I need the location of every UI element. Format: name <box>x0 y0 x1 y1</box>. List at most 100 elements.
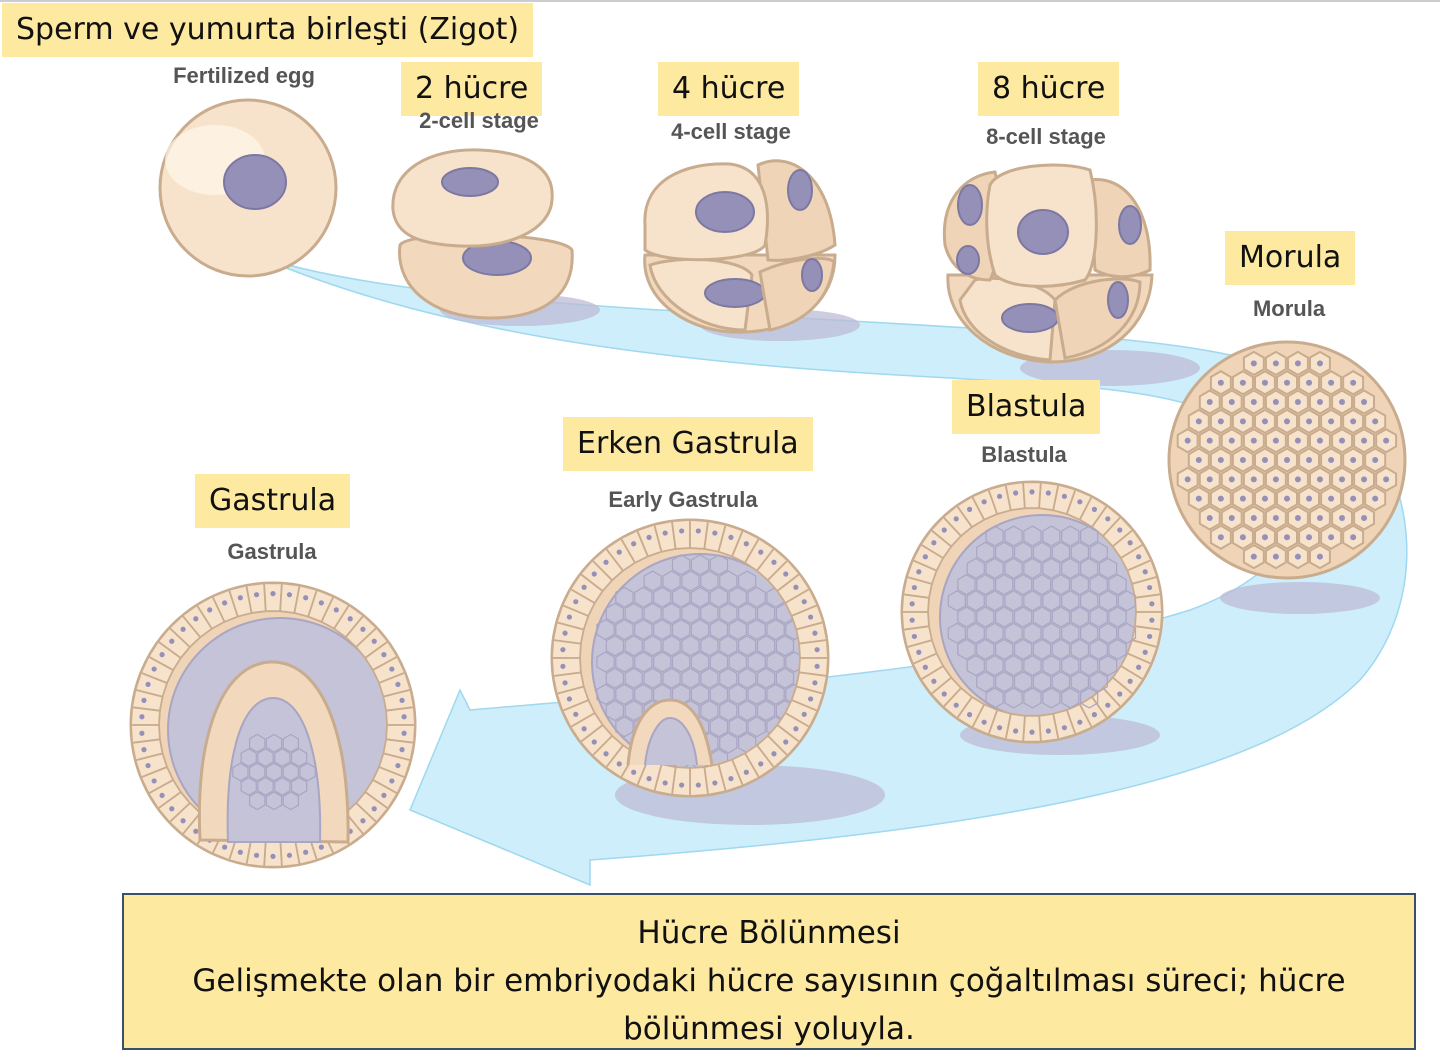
inner-cell <box>1023 590 1042 612</box>
morula-nucleus <box>1217 418 1224 425</box>
inner-cell <box>747 619 766 641</box>
inner-cell <box>747 716 766 738</box>
eight-cell-illustration <box>942 163 1154 364</box>
inner-cell <box>624 667 643 689</box>
inner-cell <box>728 716 747 738</box>
epithelial-cell <box>670 519 691 550</box>
morula-nucleus <box>1361 399 1368 406</box>
inner-cell <box>728 683 747 705</box>
cell-nucleus <box>953 702 959 708</box>
inner-cell <box>1070 606 1089 628</box>
cell-nucleus <box>180 626 186 632</box>
inner-cell <box>719 667 738 689</box>
morula-nucleus <box>1372 418 1379 425</box>
cell-nucleus <box>169 806 175 812</box>
cell-nucleus <box>1105 516 1111 522</box>
label-eight-cell: 8 hücre <box>978 62 1120 116</box>
morula-nucleus <box>1272 553 1279 560</box>
inner-cell <box>671 554 691 576</box>
cell-nucleus <box>222 600 228 606</box>
caption-box: Hücre Bölünmesi Gelişmekte olan bir embr… <box>122 893 1416 1050</box>
inner-cell <box>662 602 681 624</box>
inner-cell <box>709 619 729 641</box>
inner-cell <box>282 791 299 811</box>
cell-nucleus <box>222 844 228 850</box>
morula-nucleus <box>1184 437 1191 444</box>
inner-cell <box>738 667 757 689</box>
inner-cell <box>249 791 266 811</box>
inner-cell <box>985 655 1004 677</box>
inner-cell <box>605 635 624 657</box>
inner-cell <box>1013 671 1033 693</box>
cell-nucleus <box>573 711 579 717</box>
morula-nucleus <box>1316 437 1323 444</box>
inner-cell <box>995 671 1014 693</box>
inner-cell <box>643 602 662 624</box>
label-blastula: Blastula <box>952 380 1101 434</box>
inner-cell <box>1013 541 1033 563</box>
inner-cell <box>643 570 662 592</box>
cell-nucleus <box>381 792 387 798</box>
cell-nucleus <box>270 853 276 859</box>
morula-nucleus <box>1306 495 1313 502</box>
inner-cell <box>1061 655 1080 677</box>
morula-nucleus <box>1272 476 1279 483</box>
inner-cell <box>1004 687 1023 709</box>
cell-nucleus <box>911 584 917 591</box>
cell-nucleus <box>603 751 609 757</box>
inner-cell <box>1032 671 1052 693</box>
inner-cell <box>1070 541 1089 563</box>
cell-nucleus <box>728 534 734 540</box>
morula-nucleus <box>1294 399 1301 406</box>
inner-cell <box>756 602 776 624</box>
cell-nucleus <box>783 739 789 745</box>
morula-nucleus <box>1250 476 1257 483</box>
morula-nucleus <box>1339 399 1346 406</box>
inner-cell <box>1023 655 1042 677</box>
morula-nucleus <box>1228 476 1235 483</box>
inner-cell <box>634 619 653 641</box>
cell-nucleus <box>237 595 243 601</box>
inner-cell <box>728 651 747 673</box>
epithelial-cell <box>263 582 283 613</box>
inner-cell <box>756 700 776 722</box>
cell-nucleus <box>1147 633 1153 640</box>
cell-nucleus <box>1091 506 1098 512</box>
morula-nucleus <box>1316 553 1323 560</box>
morula-nucleus <box>1328 418 1335 425</box>
inner-cell <box>775 667 795 689</box>
cell-nucleus <box>981 499 987 505</box>
inner-cell <box>1061 557 1080 579</box>
inner-cell <box>1108 638 1127 660</box>
inner-cell <box>1070 574 1089 596</box>
cell-nucleus <box>193 616 199 622</box>
morula-nucleus <box>1272 360 1279 367</box>
inner-cell <box>1051 541 1071 563</box>
cell-nucleus <box>286 592 293 598</box>
morula-nucleus <box>1272 399 1279 406</box>
inner-cell <box>690 619 710 641</box>
morula-nucleus <box>1284 457 1290 463</box>
morula-nucleus <box>1261 495 1268 502</box>
morula-nucleus <box>1284 379 1290 386</box>
cell-nucleus <box>286 852 293 858</box>
epithelial-cell <box>798 638 829 659</box>
inner-cell <box>265 762 283 782</box>
inner-cell <box>1089 606 1108 628</box>
cell-nucleus <box>1077 499 1083 505</box>
inner-cell <box>274 776 291 796</box>
epithelial-cell <box>130 724 161 744</box>
inner-cell <box>700 700 719 722</box>
inner-cell <box>995 574 1014 596</box>
cell-nucleus <box>371 806 377 812</box>
label-early-gastrula: Erken Gastrula <box>563 417 813 471</box>
inner-cell <box>634 683 653 705</box>
cell-nucleus <box>318 600 324 606</box>
inner-cell <box>1089 671 1108 693</box>
cell-nucleus <box>916 649 922 655</box>
cell-nucleus <box>966 506 973 512</box>
cell-nucleus <box>145 681 151 688</box>
inner-cell <box>985 622 1004 644</box>
inner-cell <box>1042 557 1061 579</box>
